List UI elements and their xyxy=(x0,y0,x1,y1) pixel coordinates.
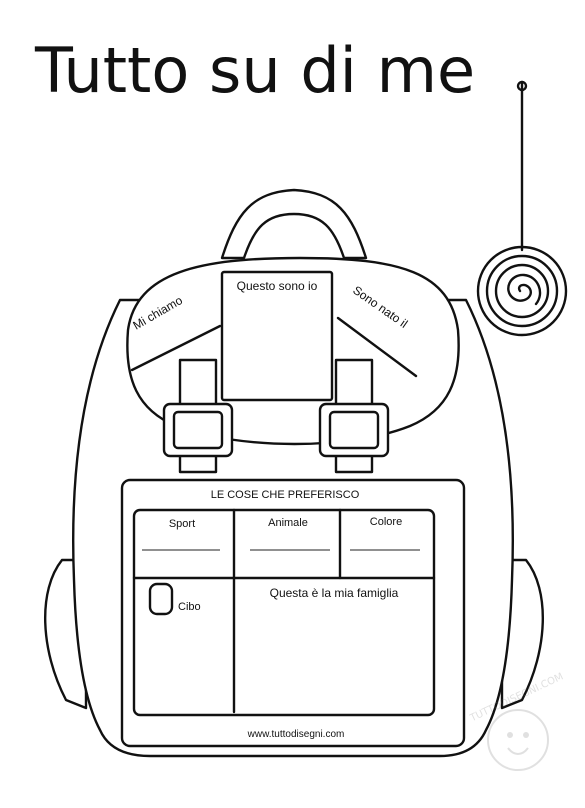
backpack-drawing xyxy=(43,188,545,758)
favorites-heading: LE COSE CHE PREFERISCO xyxy=(211,489,360,501)
column-sport: Sport xyxy=(169,518,195,530)
website-footer: www.tuttodisegni.com xyxy=(247,729,345,740)
column-colore: Colore xyxy=(370,516,402,528)
page-title: Tutto su di me xyxy=(34,34,475,107)
column-animale: Animale xyxy=(268,517,308,529)
food-label: Cibo xyxy=(178,601,201,613)
photo-frame-label: Questo sono io xyxy=(237,279,318,293)
yoyo-drawing xyxy=(476,80,568,337)
family-label: Questa è la mia famiglia xyxy=(270,586,399,600)
